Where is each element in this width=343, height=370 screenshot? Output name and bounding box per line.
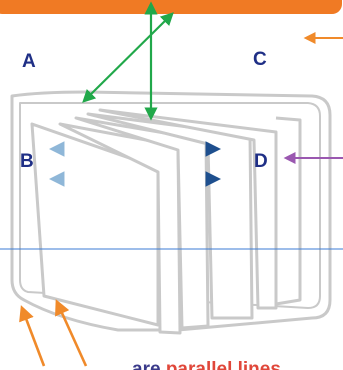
orange-arrow-bottom-left-2: [55, 299, 88, 367]
orange-arrow-bottom-left-1: [19, 305, 46, 367]
book-cover-inner: [19, 102, 321, 309]
book-page-5: [98, 108, 278, 310]
label-d: D: [254, 151, 268, 172]
top-banner: [0, 0, 342, 14]
green-arrow-diagonal: [82, 12, 174, 103]
label-a: A: [22, 51, 36, 72]
label-c: C: [253, 49, 267, 70]
caption-prefix: are: [132, 359, 166, 370]
label-b: B: [20, 151, 34, 172]
book-page-6: [275, 116, 302, 306]
caption: are parallel lines: [132, 359, 281, 370]
caption-highlight: parallel lines: [166, 359, 281, 370]
book-outline-icon: [10, 90, 332, 335]
